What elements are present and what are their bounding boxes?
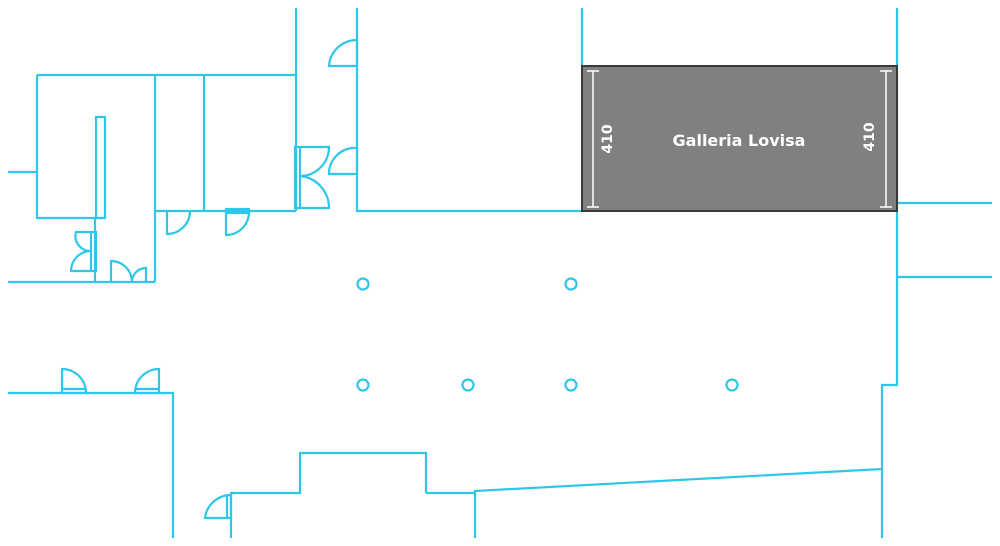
column xyxy=(564,277,578,291)
column xyxy=(725,378,739,392)
room-name: Galleria Lovisa xyxy=(673,131,806,150)
right-dimension: 410 xyxy=(862,122,878,151)
columns xyxy=(356,277,739,392)
room-galleria-lovisa[interactable]: Galleria Lovisa 410 410 xyxy=(581,65,898,212)
dimension-lines xyxy=(587,70,892,208)
left-dimension: 410 xyxy=(600,124,616,153)
doors xyxy=(60,38,359,520)
column xyxy=(461,378,475,392)
room-area[interactable] xyxy=(581,65,898,212)
column xyxy=(564,378,578,392)
column xyxy=(356,378,370,392)
column xyxy=(356,277,370,291)
